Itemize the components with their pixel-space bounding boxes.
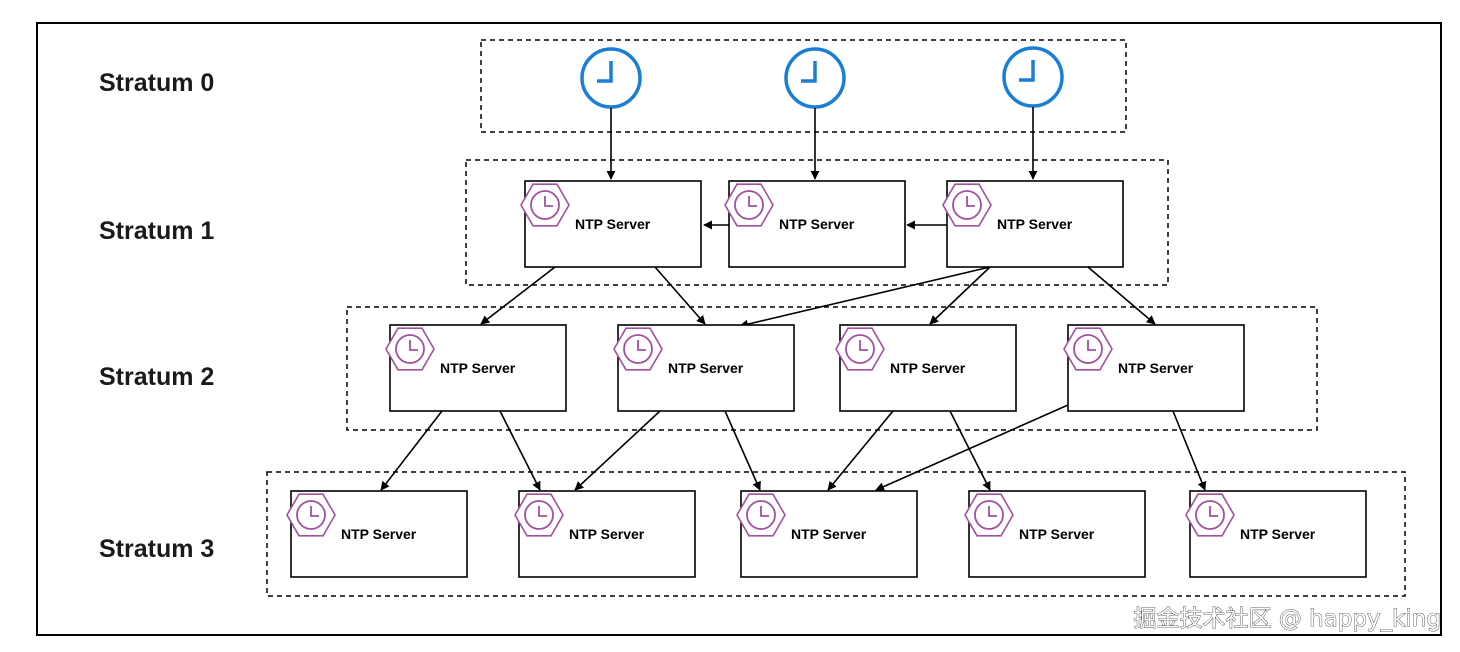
stratum-1-label: Stratum 1 [99,217,214,245]
ntp-server-node: NTP Server [286,490,468,578]
hexagon-clock-icon [835,327,885,371]
hexagon-clock-icon [613,327,663,371]
connector [574,410,661,491]
connector [654,266,706,325]
server-label: NTP Server [890,360,966,376]
server-label: NTP Server [779,216,855,232]
clock-icon [784,47,846,109]
connector [739,266,991,329]
hexagon-clock-icon [724,183,774,227]
server-label: NTP Server [997,216,1073,232]
hexagon-clock-icon [964,493,1014,537]
connector [827,410,894,491]
stratum-3-label: Stratum 3 [99,535,214,563]
ntp-server-node: NTP Server [835,324,1017,412]
connector [929,266,991,325]
hexagon-clock-icon [520,183,570,227]
hexagon-clock-icon [514,493,564,537]
server-label: NTP Server [575,216,651,232]
watermark: 掘金技术社区 @ happy_king [1134,606,1442,632]
ntp-server-node: NTP Server [1063,324,1245,412]
connector [949,410,991,491]
server-label: NTP Server [440,360,516,376]
stratum-0-label: Stratum 0 [99,69,214,97]
server-label: NTP Server [1118,360,1194,376]
server-label: NTP Server [1240,526,1316,542]
connector [380,410,443,491]
connector [1087,266,1156,325]
ntp-server-node: NTP Server [942,180,1124,268]
stratum-2-group [346,306,1318,431]
hexagon-clock-icon [385,327,435,371]
ntp-server-node: NTP Server [385,324,567,412]
connector [724,410,761,491]
hexagon-clock-icon [942,183,992,227]
ntp-server-node: NTP Server [613,324,795,412]
server-label: NTP Server [1019,526,1095,542]
clock-icon [1002,46,1064,108]
ntp-server-node: NTP Server [964,490,1146,578]
ntp-server-node: NTP Server [514,490,696,578]
connector [1172,410,1207,491]
diagram-frame [36,22,1442,636]
ntp-server-node: NTP Server [724,180,906,268]
connector [499,410,541,491]
connector [480,266,556,325]
connector [875,404,1069,491]
stratum-1-group [465,159,1169,286]
clock-icon [580,47,642,109]
ntp-server-node: NTP Server [736,490,918,578]
ntp-server-node: NTP Server [520,180,702,268]
server-label: NTP Server [668,360,744,376]
ntp-server-node: NTP Server [1185,490,1367,578]
hexagon-clock-icon [1063,327,1113,371]
server-label: NTP Server [791,526,867,542]
server-label: NTP Server [341,526,417,542]
hexagon-clock-icon [1185,493,1235,537]
hexagon-clock-icon [286,493,336,537]
stratum-3-group [266,471,1406,597]
server-label: NTP Server [569,526,645,542]
hexagon-clock-icon [736,493,786,537]
stratum-2-label: Stratum 2 [99,363,214,391]
connectors [380,107,1207,491]
